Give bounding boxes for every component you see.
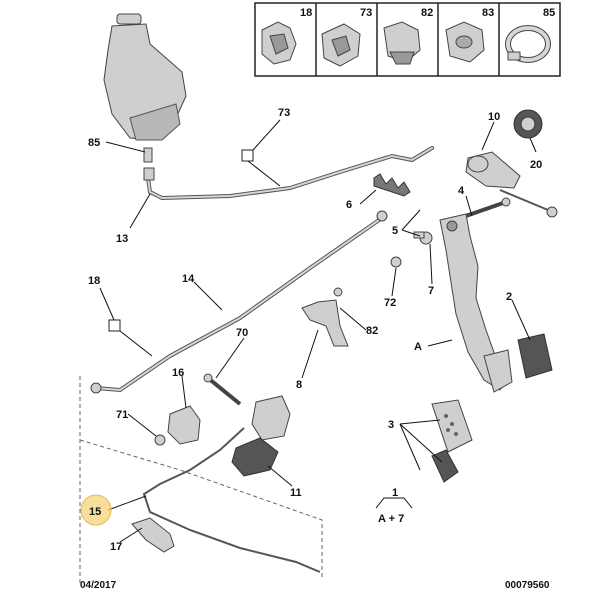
spring-6: [373, 173, 411, 197]
clip-82-part: [383, 21, 421, 65]
callout-6: 6: [346, 199, 352, 211]
callout-10: 10: [488, 111, 500, 123]
callout-1: 1: [392, 487, 398, 499]
inset-label-82: 82: [421, 7, 433, 19]
leader-lines: [99, 119, 537, 543]
highlight-marker-15: [80, 494, 112, 526]
bolt-4: [459, 197, 511, 220]
parts-inset: 18 73 82 83 85: [254, 2, 561, 77]
clip-18-part: [261, 21, 297, 65]
dashed-outline-right: [79, 439, 323, 578]
bolt-70: [203, 373, 242, 406]
callout-82: 82: [366, 325, 378, 337]
clip-83-part: [445, 21, 485, 63]
callout-14: 14: [182, 273, 195, 285]
callout-1-subtitle: A + 7: [378, 513, 404, 525]
callout-8: 8: [296, 379, 302, 391]
slave-cylinder-11: [231, 395, 291, 477]
footer-reference: 00079560: [505, 580, 550, 591]
callout-A: A: [414, 341, 422, 353]
connector-marker-73: [241, 149, 254, 162]
callout-20: 20: [530, 159, 542, 171]
nut-72: [390, 256, 402, 268]
callout-7: 7: [428, 285, 434, 297]
inset-label-18: 18: [300, 7, 312, 19]
master-cylinder: [465, 151, 558, 218]
screw-71: [154, 434, 166, 446]
callout-15: 15: [89, 506, 101, 518]
callout-2: 2: [506, 291, 512, 303]
callout-70: 70: [236, 327, 248, 339]
seal-20: [513, 109, 543, 139]
callout-4: 4: [458, 185, 465, 197]
callout-16: 16: [172, 367, 184, 379]
callout-73: 73: [278, 107, 290, 119]
hose-bracket-8: [301, 287, 349, 347]
callout-85: 85: [88, 137, 100, 149]
bracket-16: [167, 405, 201, 445]
clutch-pedal: [439, 213, 513, 393]
inset-label-85: 85: [543, 7, 555, 19]
callout-11: 11: [290, 487, 302, 499]
connector-marker-18: [108, 319, 121, 332]
pedal-pad-2: [517, 333, 553, 379]
callout-17: 17: [110, 541, 122, 553]
pipe-14: [90, 210, 388, 394]
callout-3: 3: [388, 419, 394, 431]
pipe-73: [143, 146, 434, 201]
callout-5: 5: [392, 225, 398, 237]
callout-labels: 73 85 10 20 4 6 5 13 18 14 72 7 2 82 70 …: [88, 107, 542, 553]
pin-5: [413, 231, 433, 245]
clip-73-part: [321, 23, 361, 67]
callout-72: 72: [384, 297, 396, 309]
footer-date: 04/2017: [80, 580, 117, 591]
fluid-reservoir: [103, 13, 187, 141]
cable-15: [142, 427, 321, 573]
inset-label-83: 83: [482, 7, 494, 19]
inset-label-73: 73: [360, 7, 372, 19]
bracket-17: [131, 517, 175, 553]
callout-18: 18: [88, 275, 100, 287]
callout-71: 71: [116, 409, 128, 421]
callout-13: 13: [116, 233, 128, 245]
pedal-pads-3: [431, 399, 473, 483]
clamp-85-part: [505, 25, 551, 63]
